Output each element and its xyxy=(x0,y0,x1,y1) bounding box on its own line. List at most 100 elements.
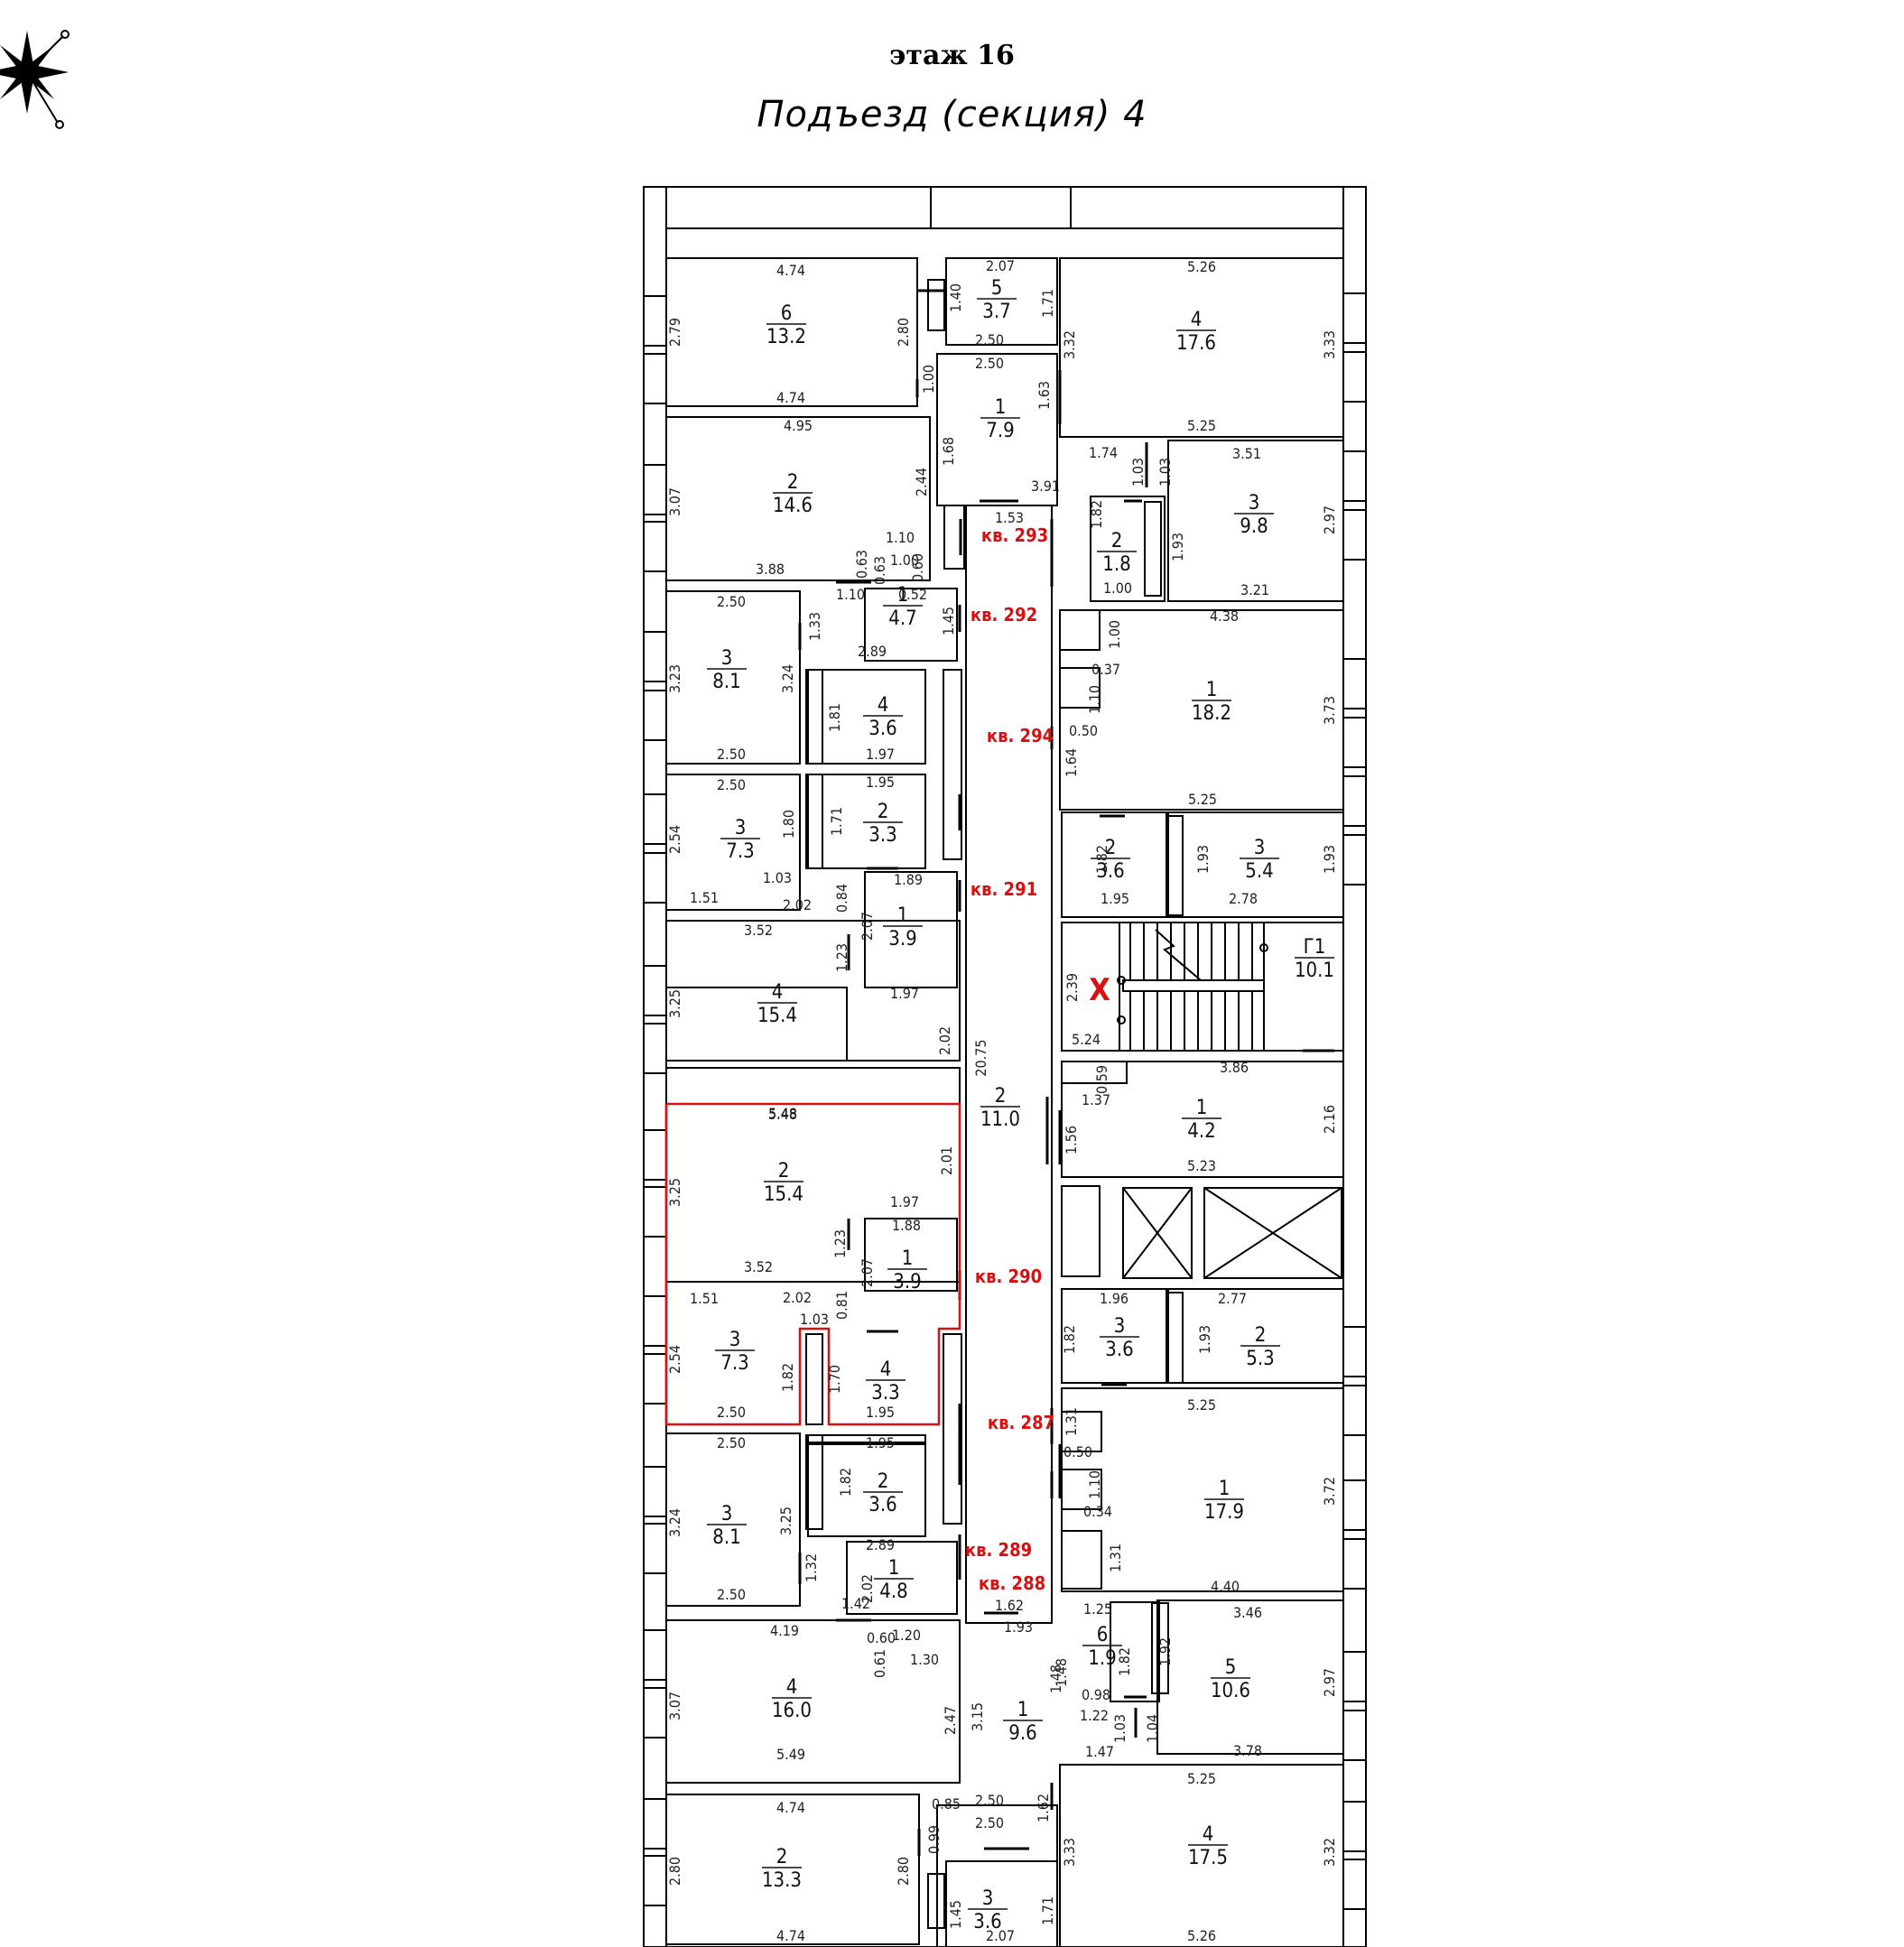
dimension-label: 2.54 xyxy=(666,1345,683,1374)
room-number: 4 xyxy=(878,694,889,717)
dimension-label: 5.26 xyxy=(1187,258,1216,275)
room-number: 2 xyxy=(776,1846,788,1868)
dimension-label: 1.82 xyxy=(1093,845,1110,874)
room-number: 1 xyxy=(1017,1699,1029,1721)
dimension-label: 2.16 xyxy=(1321,1105,1338,1134)
dimension-label: 1.31 xyxy=(1063,1407,1080,1436)
windows-right xyxy=(1342,292,1367,1910)
room-area: 3.9 xyxy=(888,928,916,950)
dimension-label: 1.88 xyxy=(892,1217,921,1234)
dimension-label: 1.04 xyxy=(1144,1714,1161,1743)
room-area: 9.6 xyxy=(1008,1722,1036,1745)
dimension-label: 1.22 xyxy=(1080,1707,1109,1724)
dimension-label: 2.50 xyxy=(717,1404,746,1421)
room-area: 4.8 xyxy=(879,1581,907,1603)
dimension-label: 2.50 xyxy=(717,776,746,793)
dimension-label: 1.51 xyxy=(690,1290,719,1307)
room-area: 3.6 xyxy=(868,1494,896,1516)
dimension-label: 0.63 xyxy=(871,556,888,585)
room-number: 3 xyxy=(735,817,747,839)
room-number: 3 xyxy=(1254,837,1266,859)
room-number: 6 xyxy=(781,302,793,325)
dimension-label: 2.97 xyxy=(1321,505,1338,534)
room-number: 2 xyxy=(1111,530,1123,552)
room-area: 3.3 xyxy=(871,1382,899,1405)
dimension-label: 2.01 xyxy=(938,1146,955,1175)
dimension-label: 3.72 xyxy=(1321,1477,1338,1506)
room-area: 8.1 xyxy=(712,1526,740,1549)
room-area: 10.1 xyxy=(1295,960,1334,982)
dimension-label: 1.03 xyxy=(1156,458,1174,487)
dimension-label: 0.61 xyxy=(871,1649,888,1678)
dimension-label: 5.48 xyxy=(768,1106,797,1123)
dimension-label: 1.81 xyxy=(826,703,843,732)
room-number: 5 xyxy=(1225,1656,1237,1679)
dimension-label: 2.50 xyxy=(975,1814,1004,1831)
room-number: 1 xyxy=(902,1247,914,1270)
dimension-label: 1.42 xyxy=(841,1595,870,1612)
room-area: 17.6 xyxy=(1176,332,1216,355)
room-number: 2 xyxy=(878,1470,889,1493)
dimension-label: 0.81 xyxy=(833,1291,850,1320)
apartment-label: кв. 288 xyxy=(979,1572,1045,1594)
room-number: 2 xyxy=(1255,1324,1267,1347)
dimension-label: 3.32 xyxy=(1061,330,1078,359)
dimension-label: 2.80 xyxy=(666,1857,683,1886)
dimension-label: 1.45 xyxy=(940,607,957,635)
room-number: 1 xyxy=(995,396,1007,419)
room-area: 14.6 xyxy=(773,495,813,517)
room-area: 3.9 xyxy=(893,1271,921,1293)
room-number: 1 xyxy=(888,1557,900,1580)
room-area: 11.0 xyxy=(980,1108,1020,1131)
dimension-label: 3.52 xyxy=(744,1258,773,1275)
dimension-label: 1.82 xyxy=(837,1468,854,1497)
dimension-label: 1.53 xyxy=(995,509,1024,526)
dimension-label: 1.71 xyxy=(828,807,845,836)
dimension-label: 1.23 xyxy=(833,943,850,972)
dimension-label: 1.00 xyxy=(1106,620,1123,649)
dimension-label: 0.52 xyxy=(898,586,927,603)
room-number: 3 xyxy=(721,647,733,670)
room-number: 3 xyxy=(1249,492,1260,515)
dimension-label: 1.95 xyxy=(866,1404,895,1421)
dimension-label: 1.80 xyxy=(780,810,797,839)
dimension-label: 1.71 xyxy=(1039,1896,1056,1925)
room-number: 6 xyxy=(1097,1624,1109,1646)
dimension-label: 2.50 xyxy=(975,331,1004,348)
room-area: 1.8 xyxy=(1102,553,1130,576)
dimension-label: 1.30 xyxy=(910,1651,939,1668)
dimension-label: 1.10 xyxy=(886,529,915,546)
windows-left xyxy=(643,295,667,1906)
dimension-label: 0.85 xyxy=(932,1795,961,1813)
dimension-label: 3.33 xyxy=(1061,1838,1078,1867)
dimension-label: 2.89 xyxy=(858,643,887,660)
dimension-label: 3.73 xyxy=(1321,696,1338,725)
room-area: 7.9 xyxy=(986,420,1014,442)
dimension-label: 4.74 xyxy=(776,1927,805,1944)
walls xyxy=(643,186,1367,1947)
dimension-label: 1.82 xyxy=(1116,1647,1133,1676)
room-area: 5.4 xyxy=(1245,860,1273,883)
room-area: 3.6 xyxy=(1096,860,1124,883)
dimension-label: 5.49 xyxy=(776,1746,805,1763)
dimension-label: 1.00 xyxy=(890,552,919,569)
dimension-label: 1.25 xyxy=(1083,1600,1112,1618)
dimension-label: 0.84 xyxy=(833,884,850,913)
room-number: 4 xyxy=(880,1358,892,1381)
apartment-label: кв. 293 xyxy=(981,524,1048,546)
staircase xyxy=(1117,922,1268,1052)
dimension-label: 0.98 xyxy=(1082,1686,1110,1703)
room-number: 2 xyxy=(878,801,889,823)
dimension-label: 1.03 xyxy=(1129,458,1147,487)
dimension-label: 1.48 xyxy=(1053,1658,1070,1687)
dimension-label: 1.95 xyxy=(1101,890,1129,907)
x-mark-icon: X xyxy=(1089,972,1110,1008)
dimension-label: 2.02 xyxy=(783,1289,812,1306)
dimension-label: 3.07 xyxy=(666,1692,683,1720)
dimension-label: 2.47 xyxy=(942,1706,959,1735)
dimension-label: 1.92 xyxy=(1156,1637,1174,1666)
dimension-label: 1.45 xyxy=(947,1900,964,1929)
dimension-label: 4.74 xyxy=(776,389,805,406)
